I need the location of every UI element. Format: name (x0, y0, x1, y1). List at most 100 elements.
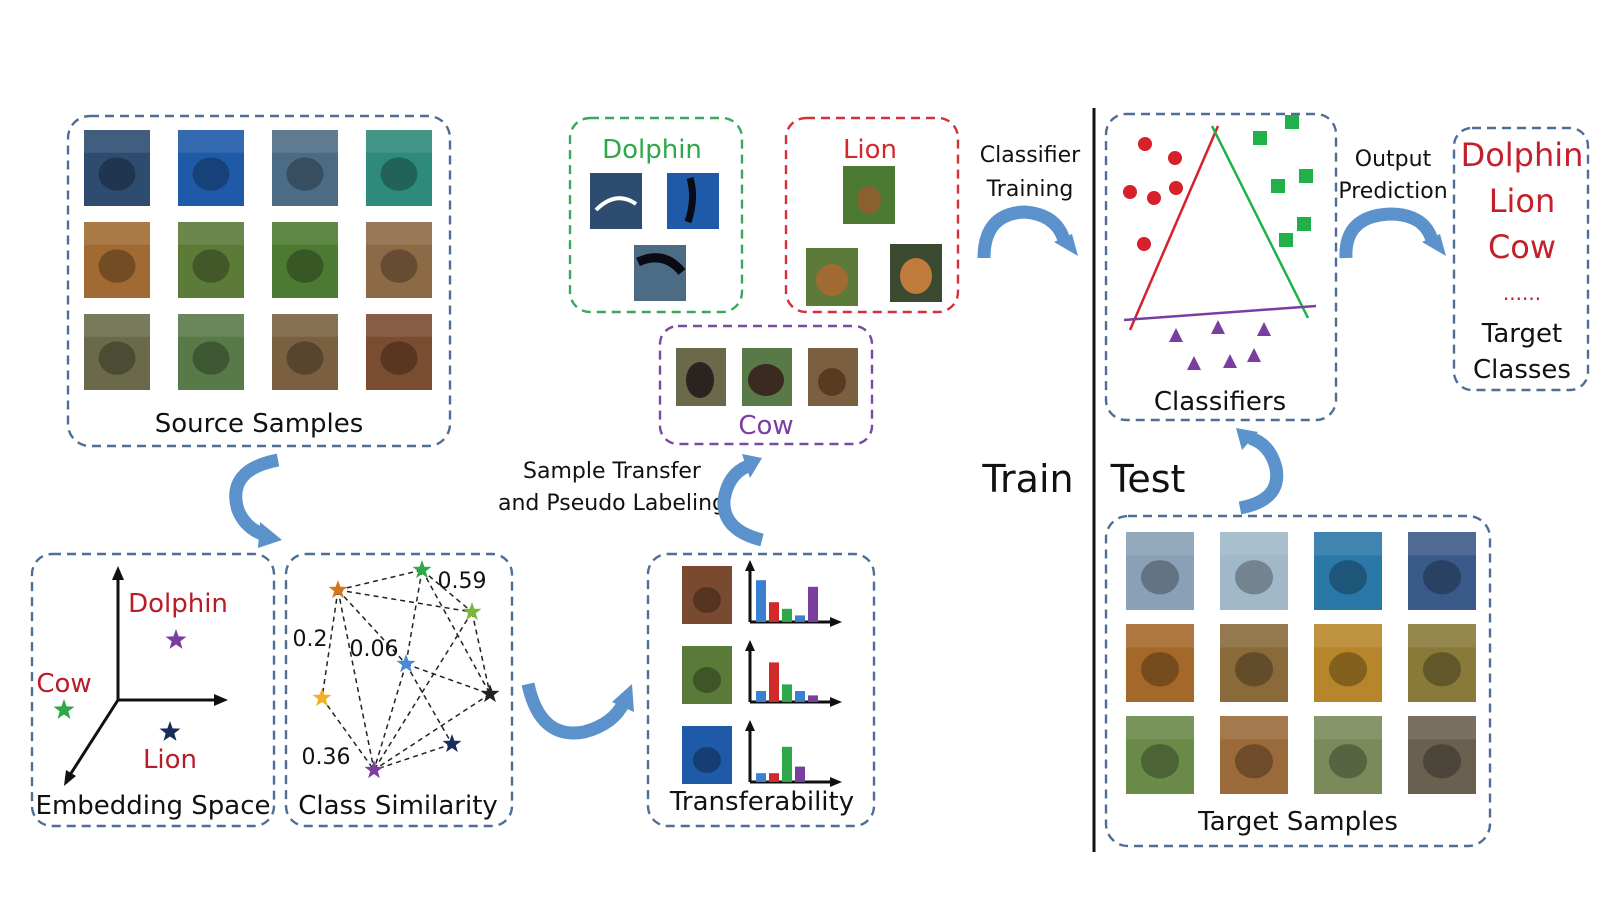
classifier-boundary-green (1210, 125, 1310, 319)
cow-sample-image (1314, 716, 1382, 794)
output-prediction-line-1: Output (1355, 147, 1432, 172)
target-samples-caption: Target Samples (1197, 807, 1398, 837)
dolphin-orca-sample-image (366, 130, 432, 206)
purple-class-point (1247, 348, 1261, 362)
dolphin-orca-sample-image (272, 130, 338, 206)
green-class-point (1285, 115, 1299, 129)
transferability-row (682, 560, 842, 627)
cow-sample-image (1220, 716, 1288, 794)
similarity-node-star (312, 688, 332, 707)
dolphin-group-panel: Dolphin (568, 116, 744, 314)
lion-group-panel: Lion (784, 116, 960, 314)
transferability-bar (795, 766, 805, 782)
dolphin-group-title: Dolphin (602, 135, 702, 165)
cow-sample-image (366, 314, 432, 390)
red-class-point (1168, 151, 1182, 165)
transferability-bar (808, 586, 818, 622)
test-label: Test (1110, 457, 1186, 501)
similarity-edge (421, 569, 473, 613)
cow-sample-image (178, 314, 244, 390)
transferability-bar (782, 608, 792, 622)
embedding-axis-y-head (112, 566, 124, 580)
tiger-sample-image (84, 222, 150, 298)
similarity-edge (421, 569, 491, 695)
embedding-star-cow (53, 699, 75, 719)
lion-sample-image (1126, 624, 1194, 702)
classifier-training-label: Classifier Training (980, 143, 1081, 202)
lion-sample-detail (857, 186, 881, 214)
transferability-bar (782, 746, 792, 782)
target-classes-border (1452, 126, 1590, 392)
output-prediction-label: Output Prediction (1338, 147, 1447, 204)
similarity-node-star (396, 654, 416, 673)
embedding-star-lion (159, 721, 181, 741)
green-class-point (1253, 131, 1267, 145)
dolphin-sample-detail (594, 196, 638, 212)
purple-class-point (1257, 322, 1271, 336)
classifiers-panel: Classifiers (1104, 112, 1338, 422)
lion-group-border (784, 116, 960, 314)
lion-sample-image (1408, 624, 1476, 702)
target-class-ellipsis: ...... (1503, 281, 1541, 305)
similarity-edge (405, 663, 453, 745)
dolphin-sample-detail (684, 176, 697, 224)
transferability-bar (756, 691, 766, 702)
transferability-bar (756, 773, 766, 782)
sample-transfer-line-1: Sample Transfer (523, 459, 702, 484)
tiger-sample-image (272, 222, 338, 298)
cow-sample-image (1126, 716, 1194, 794)
red-class-point (1147, 191, 1161, 205)
red-class-point (1169, 181, 1183, 195)
target-class-cow: Cow (1488, 228, 1556, 266)
embedding-axis-x-head (214, 694, 228, 706)
embedding-label-lion: Lion (143, 745, 197, 775)
arrow-target-to-classifiers (1238, 431, 1284, 515)
transfer-sample-detail (693, 587, 721, 613)
similarity-node-star (328, 580, 348, 599)
purple-class-point (1169, 328, 1183, 342)
green-class-point (1297, 217, 1311, 231)
target-class-dolphin: Dolphin (1461, 136, 1584, 174)
class-similarity-border (284, 552, 514, 828)
class-similarity-caption: Class Similarity (298, 791, 498, 821)
transfer-axis-x-head (830, 617, 842, 627)
tiger-sample-image (178, 222, 244, 298)
similarity-edge (337, 569, 423, 591)
train-label: Train (981, 457, 1073, 501)
sample-transfer-line-2: and Pseudo Labeling (498, 491, 726, 516)
target-samples-border (1104, 514, 1492, 848)
transferability-bar (795, 615, 805, 622)
embedding-label-cow: Cow (36, 669, 91, 699)
red-class-point (1123, 185, 1137, 199)
similarity-edge (373, 693, 491, 771)
similarity-node-star (364, 760, 384, 779)
similarity-edge (471, 611, 491, 695)
embedding-space-panel: Dolphin Cow Lion Embedding Space (30, 552, 276, 828)
classifiers-border (1104, 112, 1338, 422)
target-classes-panel: Dolphin Lion Cow ...... Target Classes (1452, 126, 1590, 392)
similarity-node-star (442, 734, 462, 753)
flow-arrows (229, 205, 1446, 740)
similarity-edge (337, 589, 473, 613)
dolphin-sample-image (1220, 532, 1288, 610)
red-class-point (1137, 237, 1151, 251)
target-classes-caption-2: Classes (1473, 355, 1571, 385)
transfer-sample-detail (693, 667, 721, 693)
cow-sample-detail (686, 362, 714, 398)
transferability-bar (795, 691, 805, 702)
arrow-similarity-to-transferability-head (612, 684, 634, 712)
cow-sample-image (84, 314, 150, 390)
arrow-source-to-embedding (229, 453, 280, 543)
cow-group-panel: Cow (658, 324, 874, 446)
lion-sample-image (1220, 624, 1288, 702)
dolphin-orca-sample-image (178, 130, 244, 206)
transfer-sample-image (682, 646, 732, 704)
similarity-node-star (480, 684, 500, 703)
transferability-row (682, 720, 842, 787)
classifier-boundary-red (1128, 125, 1220, 331)
source-samples-border (66, 114, 452, 448)
arrow-transferability-to-cow-head (742, 454, 762, 478)
dolphin-sample-image (1126, 532, 1194, 610)
cow-sample-image (272, 314, 338, 390)
red-class-point (1138, 137, 1152, 151)
